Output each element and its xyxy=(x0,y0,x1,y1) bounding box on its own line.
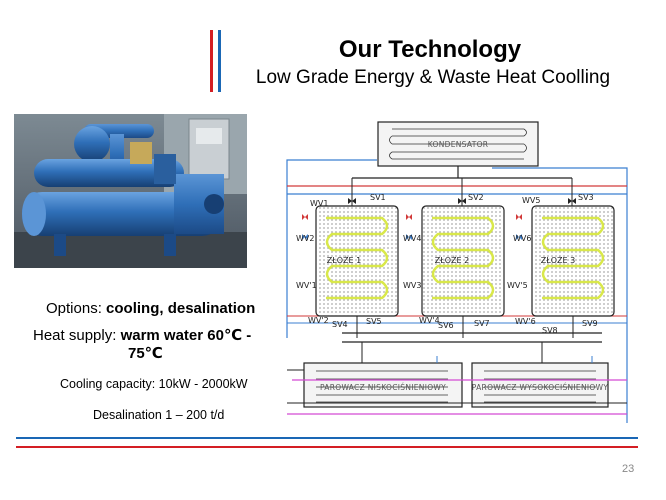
bed-3-label: ZŁOŻE 3 xyxy=(541,255,575,265)
valve-sv2: SV2 xyxy=(468,193,484,202)
valve-sv9: SV9 xyxy=(582,319,598,328)
condenser-label: KONDENSATOR xyxy=(428,140,489,149)
evaporator-high-label: PAROWACZ WYSOKOCIŚNIENIOWY xyxy=(472,383,609,392)
valve-wv2: WV2 xyxy=(296,234,314,243)
valve-sv4: SV4 xyxy=(332,320,348,329)
adsorption-bed-1: ZŁOŻE 1 xyxy=(315,205,399,317)
slide-subtitle: Low Grade Energy & Waste Heat Coolling xyxy=(255,67,611,88)
valve-sv6: SV6 xyxy=(438,321,454,330)
adsorption-system-diagram: KONDENSATOR ZŁOŻE 1 ZŁOŻE 2 ZŁOŻE 3 xyxy=(282,118,642,428)
valve-wv5: WV5 xyxy=(522,196,540,205)
bed-1-label: ZŁOŻE 1 xyxy=(327,255,361,265)
bed-2-label: ZŁOŻE 2 xyxy=(435,255,469,265)
header-accent-red-bar xyxy=(210,30,213,92)
machine-photo xyxy=(14,114,247,268)
slide-title: Our Technology xyxy=(338,36,522,63)
cooling-capacity: Cooling capacity: 10kW - 2000kW xyxy=(60,377,248,391)
valve-wv4: WV4 xyxy=(403,234,421,243)
valve-sv1: SV1 xyxy=(370,193,386,202)
valve-wv5-prime: WV'5 xyxy=(507,281,528,290)
heat-supply-value-continued: 75℃ xyxy=(128,345,163,362)
valve-wv2-prime: WV'2 xyxy=(308,316,329,325)
valve-wv3: WV3 xyxy=(403,281,421,290)
valve-sv3: SV3 xyxy=(578,193,594,202)
adsorption-bed-2: ZŁOŻE 2 xyxy=(421,205,505,317)
footer-blue-line xyxy=(16,437,638,439)
options-value: cooling, desalination xyxy=(106,300,256,317)
valve-sv5: SV5 xyxy=(366,317,382,326)
valve-sv8: SV8 xyxy=(542,326,558,335)
options-label: Options: xyxy=(46,300,102,317)
evaporator-low-pressure: PAROWACZ NISKOCIŚNIENIOWY xyxy=(303,362,463,408)
valve-sv7: SV7 xyxy=(474,319,490,328)
adsorption-bed-3: ZŁOŻE 3 xyxy=(531,205,615,317)
valve-wv6: WV6 xyxy=(513,234,531,243)
page-number: 23 xyxy=(622,463,635,475)
valve-wv4-prime: WV'4 xyxy=(419,316,440,325)
valve-wv6-prime: WV'6 xyxy=(515,317,536,326)
header-accent-blue-bar xyxy=(218,30,221,92)
valve-wv1-prime: WV'1 xyxy=(296,281,317,290)
evaporator-high-pressure: PAROWACZ WYSOKOCIŚNIENIOWY xyxy=(471,362,609,408)
desalination-capacity: Desalination 1 – 200 t/d xyxy=(93,408,225,422)
valve-wv1: WV1 xyxy=(310,199,328,208)
heat-supply-label: Heat supply: xyxy=(33,327,117,344)
condenser-unit: KONDENSATOR xyxy=(377,121,539,167)
options-line: Options: cooling, desalination xyxy=(46,300,255,317)
heat-supply-line: Heat supply: warm water 60℃ - xyxy=(33,326,251,344)
heat-supply-value: warm water 60℃ - xyxy=(120,327,252,344)
evaporator-low-label: PAROWACZ NISKOCIŚNIENIOWY xyxy=(320,383,446,392)
footer-red-line xyxy=(16,446,638,448)
